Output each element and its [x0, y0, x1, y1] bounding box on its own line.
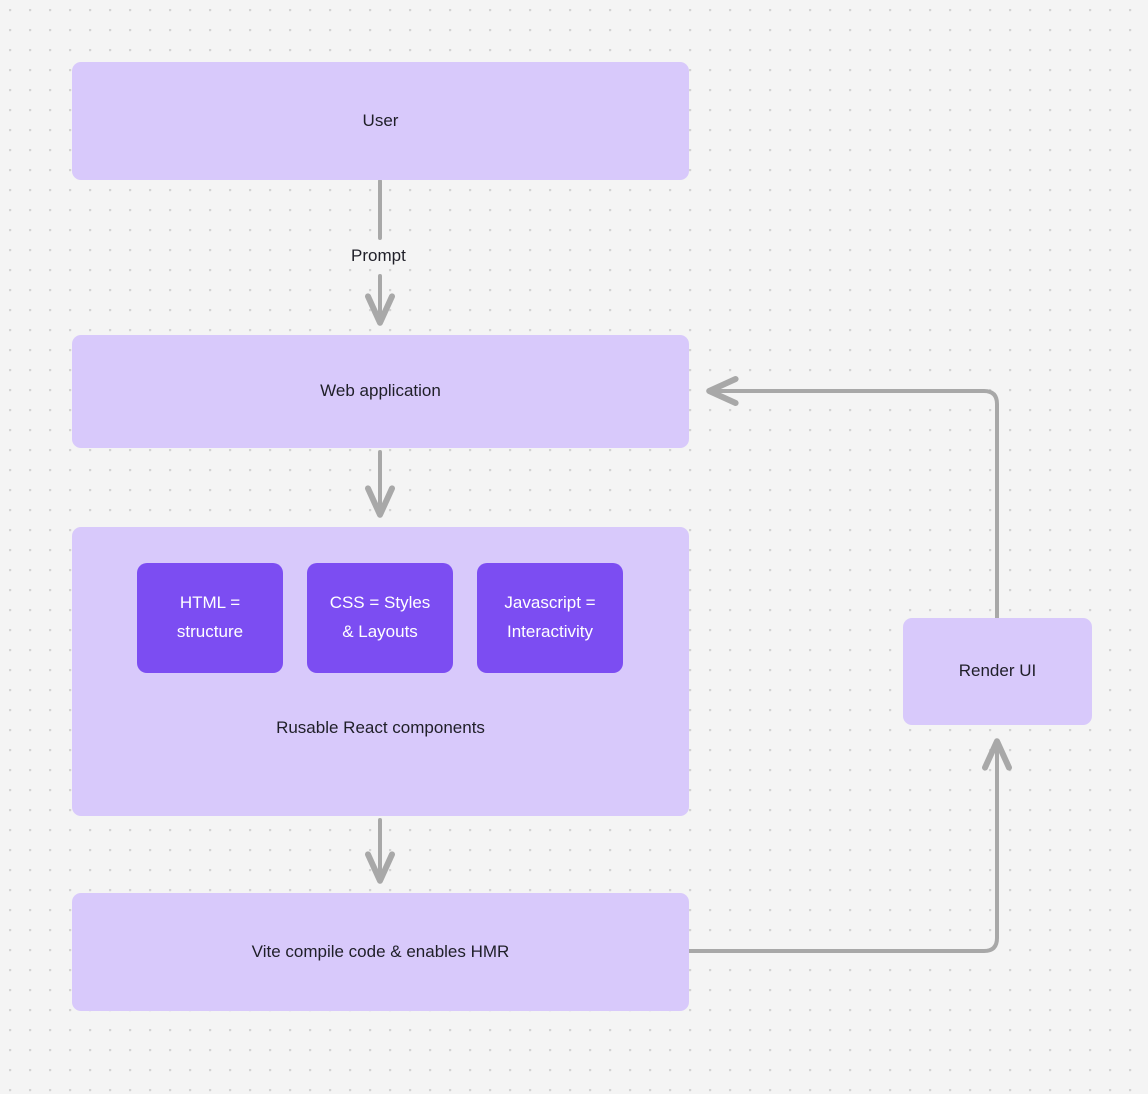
edge-vite-to-render [687, 738, 1012, 953]
node-user[interactable]: User [72, 62, 689, 180]
chip-html[interactable]: HTML = structure [137, 563, 283, 673]
chip-html-line1: HTML = [179, 593, 241, 613]
chip-row: HTML = structure CSS = Styles & Layouts … [137, 563, 623, 673]
node-react-components[interactable]: HTML = structure CSS = Styles & Layouts … [72, 527, 689, 816]
chip-html-line2: structure [176, 622, 244, 641]
chip-javascript-line2: Interactivity [507, 622, 593, 641]
chip-javascript[interactable]: Javascript = Interactivity [477, 563, 623, 673]
node-render-ui[interactable]: Render UI [903, 618, 1092, 725]
chip-css[interactable]: CSS = Styles & Layouts [307, 563, 453, 673]
node-react-components-caption: Rusable React components [276, 718, 485, 737]
node-web-application[interactable]: Web application [72, 335, 689, 448]
node-user-label: User [362, 110, 399, 130]
chip-css-line1: CSS = Styles [329, 593, 431, 613]
chip-css-line2: & Layouts [342, 622, 418, 641]
chip-javascript-line1: Javascript = [504, 593, 596, 613]
node-web-application-label: Web application [320, 381, 441, 401]
node-vite-label: Vite compile code & enables HMR [251, 941, 510, 961]
node-vite[interactable]: Vite compile code & enables HMR [72, 893, 689, 1011]
edge-render-to-webapp [706, 376, 999, 620]
node-render-ui-label: Render UI [958, 661, 1037, 681]
edge-label-prompt: Prompt [345, 246, 412, 266]
